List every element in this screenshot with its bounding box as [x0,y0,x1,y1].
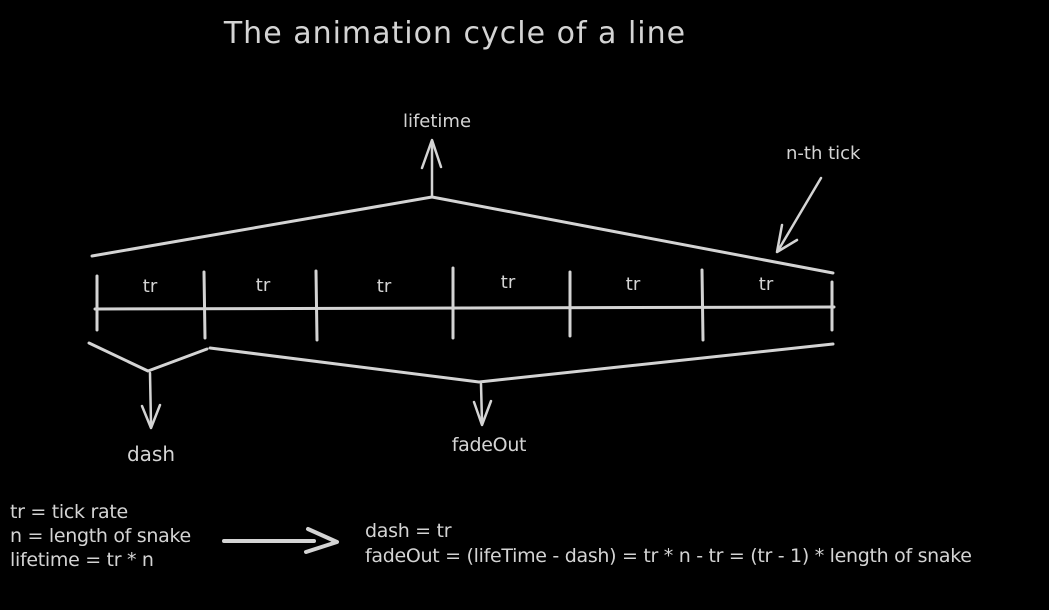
fadeout-label: fadeOut [452,434,526,456]
fadeout-brace [208,342,835,384]
definition-lifetime: lifetime = tr * n [10,549,154,571]
interval-label-2: tr [256,275,271,296]
lifetime-arrowhead-icon [420,138,443,170]
lifetime-label: lifetime [403,111,471,132]
formula-dash: dash = tr [365,520,452,542]
dash-brace [87,341,209,373]
page-title: The animation cycle of a line [223,16,686,51]
definition-snake-length: n = length of snake [10,525,191,547]
fadeout-arrowhead-icon [472,399,493,427]
implies-arrowhead-icon [304,527,339,554]
definition-tick-rate: tr = tick rate [10,501,128,523]
interval-label-3: tr [377,276,392,297]
dash-arrowhead-icon [140,403,162,430]
tick-mark-2 [202,270,207,340]
nth-tick-arrowhead-icon [775,223,799,254]
nth-tick-arrow-shaft [777,176,823,251]
interval-label-5: tr [626,274,641,295]
formula-fadeout: fadeOut = (lifeTime - dash) = tr * n - t… [365,545,972,567]
nth-tick-label: n-th tick [786,143,861,164]
tick-mark-3 [314,269,319,342]
timeline-axis [93,305,836,311]
interval-label-4: tr [501,272,516,293]
dash-arrow-shaft [148,371,153,426]
tick-mark-6 [700,268,705,342]
fadeout-arrow-shaft [479,382,484,424]
lifetime-brace [90,195,835,275]
interval-label-6: tr [759,274,774,295]
interval-label-1: tr [143,276,158,297]
dash-label: dash [127,442,175,466]
